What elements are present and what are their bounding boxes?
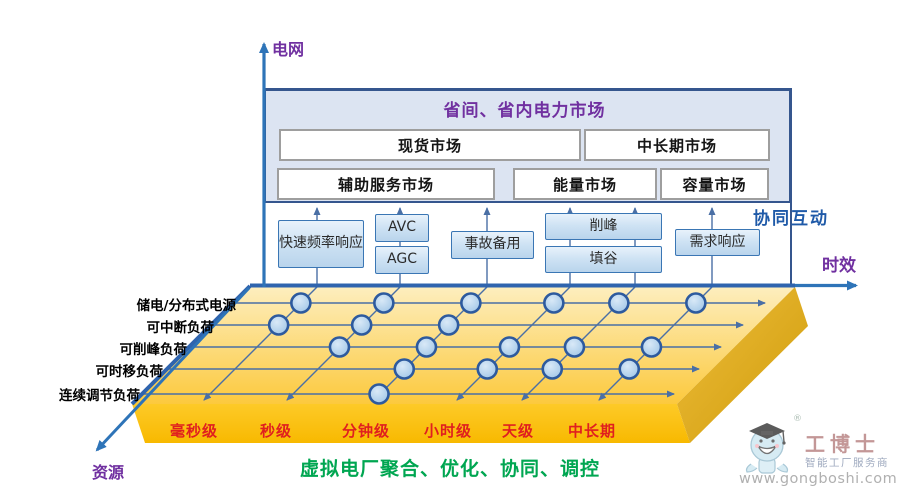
col-label-second: 秒级 — [259, 422, 292, 440]
resource-dot — [415, 336, 438, 358]
watermark-tagline: 智能工厂服务商 — [805, 457, 889, 469]
watermark-brand: 工博士 — [805, 432, 880, 456]
resource-dot — [685, 292, 707, 314]
row-label-storage-distributed: 储电/分布式电源 — [136, 298, 236, 314]
coordination-label: 协同互动 — [753, 209, 829, 229]
registered-mark: ® — [793, 414, 802, 424]
plane-left-edge — [130, 284, 252, 406]
col-label-day: 天级 — [501, 422, 534, 440]
resource-dot — [437, 314, 460, 336]
col-label-hour: 小时级 — [423, 422, 472, 440]
resource-dot — [328, 336, 351, 358]
row-label-peak-shaving-load: 可削峰负荷 — [119, 342, 188, 358]
resource-axis-label: 资源 — [92, 463, 125, 482]
col-label-millisecond: 毫秒级 — [169, 422, 218, 440]
agc-box: AGC — [375, 246, 429, 274]
peak-shaving-box: 削峰 — [545, 213, 662, 240]
demand-response-box: 需求响应 — [675, 229, 760, 256]
resource-dots — [267, 292, 707, 405]
resource-dot — [460, 292, 482, 314]
resource-dot — [267, 314, 290, 336]
plane-front-face — [132, 404, 690, 443]
medium-long-term-market-box: 中长期市场 — [584, 129, 770, 161]
resource-dot — [290, 292, 312, 314]
resource-dot — [368, 383, 390, 405]
resource-axis-arrow — [95, 286, 251, 452]
ancillary-services-market-box: 辅助服务市场 — [277, 168, 495, 200]
resource-dot — [543, 292, 565, 314]
resource-dot — [563, 336, 586, 358]
energy-market-box: 能量市场 — [513, 168, 657, 200]
diagram-caption: 虚拟电厂聚合、优化、协同、调控 — [299, 458, 600, 480]
resource-dot — [618, 358, 641, 380]
grid-rows — [142, 299, 766, 398]
resource-dot — [608, 292, 630, 314]
row-label-continuous-regulation-load: 连续调节负荷 — [59, 388, 140, 404]
resource-dot — [640, 336, 663, 358]
capacity-market-box: 容量市场 — [660, 168, 769, 200]
col-label-medium-long-term: 中长期 — [567, 422, 616, 440]
grid-axis-label: 电网 — [272, 40, 305, 59]
resource-dot — [373, 292, 395, 314]
plane-right-face — [677, 287, 808, 443]
col-label-minute: 分钟级 — [341, 422, 390, 440]
time-axis-label: 时效 — [822, 256, 856, 276]
resource-dot — [350, 314, 373, 336]
contingency-reserve-box: 事故备用 — [451, 231, 534, 259]
resource-dot — [476, 358, 499, 380]
resource-dot — [393, 358, 416, 380]
mascot-icon — [745, 423, 789, 474]
market-title: 省间、省内电力市场 — [443, 101, 606, 121]
row-label-time-shiftable-load: 可时移负荷 — [95, 364, 164, 380]
resource-dot — [541, 358, 564, 380]
watermark: ® 工博士 智能工厂服务商 www.gongboshi.com — [733, 412, 898, 494]
avc-box: AVC — [375, 214, 429, 242]
valley-filling-box: 填谷 — [545, 246, 662, 273]
row-label-interruptible-load: 可中断负荷 — [146, 320, 215, 336]
spot-market-box: 现货市场 — [279, 129, 581, 161]
watermark-url: www.gongboshi.com — [739, 471, 898, 487]
fast-frequency-response-box: 快速频率响应 — [278, 220, 364, 268]
resource-dot — [498, 336, 521, 358]
